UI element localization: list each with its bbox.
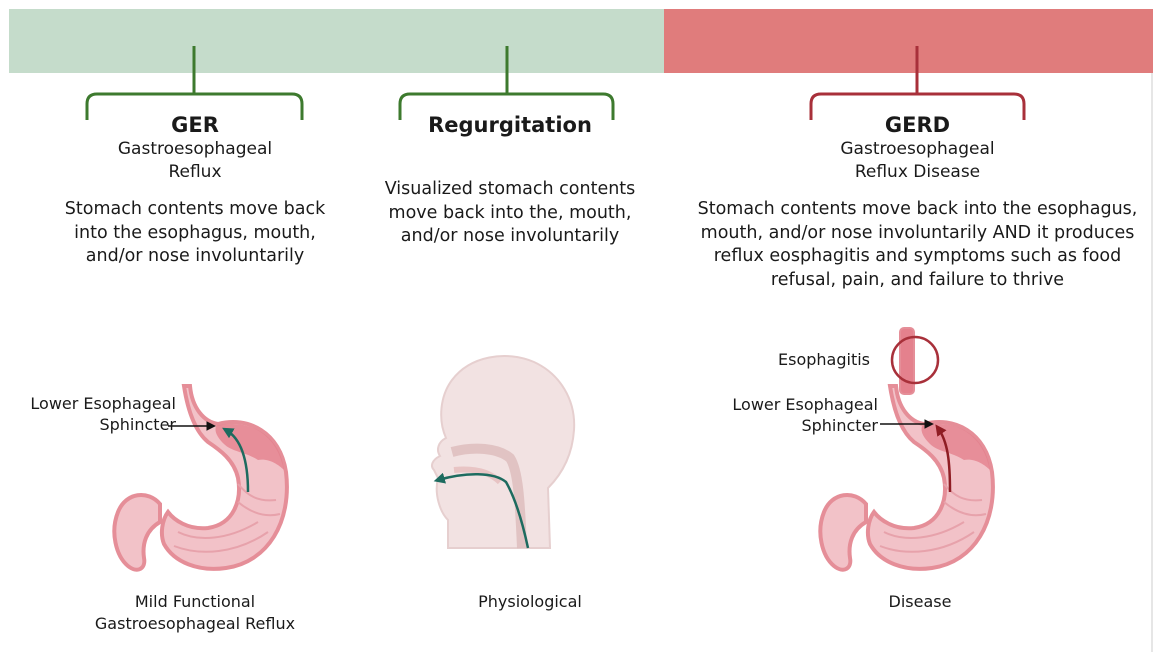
regurgitation-description: Visualized stomach contents move back in… xyxy=(360,178,660,249)
regurgitation-title: Regurgitation xyxy=(360,112,660,138)
gerd-description: Stomach contents move back into the esop… xyxy=(680,198,1153,292)
bracket-regurgitation xyxy=(400,46,613,120)
regurgitation-column: Regurgitation Visualized stomach content… xyxy=(360,112,660,249)
head-profile-illustration xyxy=(432,356,574,548)
esophagitis-label: Esophagitis xyxy=(778,349,870,370)
gerd-subtitle: Gastroesophageal Reflux Disease xyxy=(680,138,1153,184)
gerd-caption: Disease xyxy=(800,591,1040,613)
gerd-column: GERD Gastroesophageal Reflux Disease Sto… xyxy=(680,112,1153,292)
ger-subtitle: Gastroesophageal Reflux xyxy=(40,138,350,184)
ger-title: GER xyxy=(40,112,350,138)
bracket-ger xyxy=(87,46,302,120)
regurgitation-caption: Physiological xyxy=(410,591,650,613)
ger-column: GER Gastroesophageal Reflux Stomach cont… xyxy=(40,112,350,269)
bracket-gerd xyxy=(811,46,1024,120)
gerd-sphincter-label: Lower Esophageal Sphincter xyxy=(730,394,878,436)
gerd-title: GERD xyxy=(680,112,1153,138)
ger-description: Stomach contents move back into the esop… xyxy=(40,198,350,269)
ger-sphincter-label: Lower Esophageal Sphincter xyxy=(24,393,176,435)
ger-caption: Mild Functional Gastroesophageal Reflux xyxy=(60,591,330,635)
